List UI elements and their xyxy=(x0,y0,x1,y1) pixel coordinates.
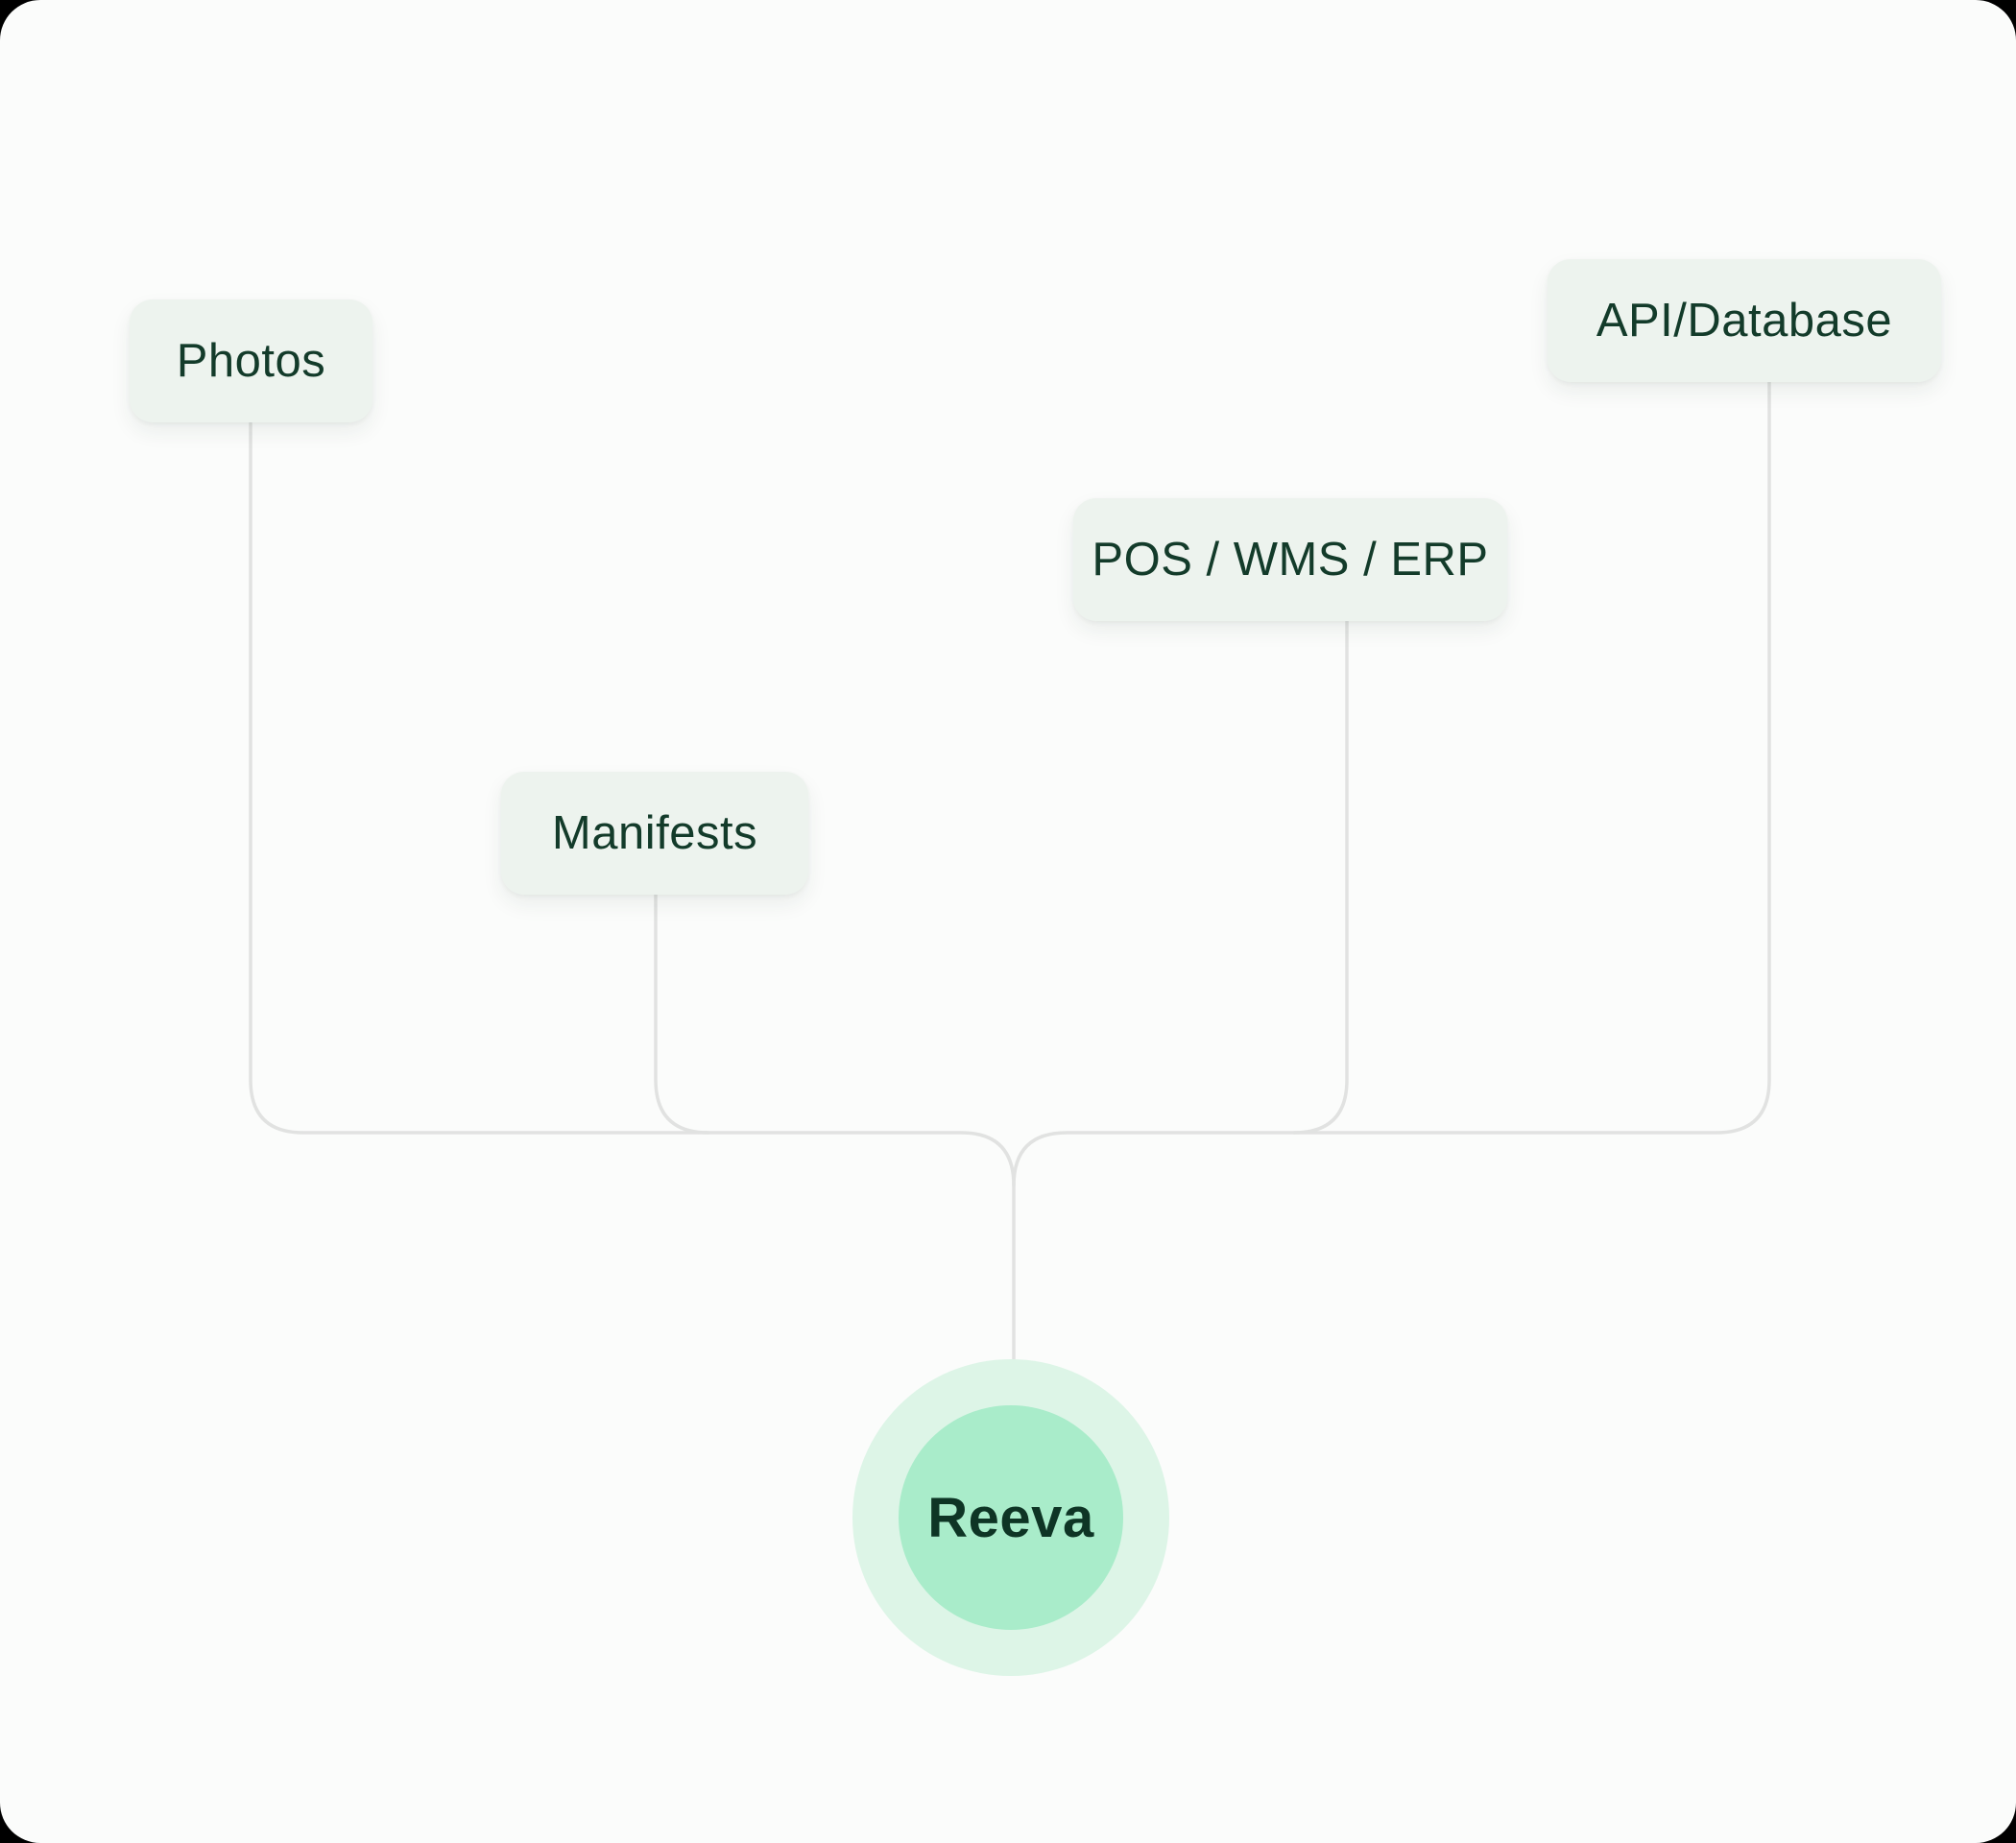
node-pos-wms-erp-label: POS / WMS / ERP xyxy=(1092,534,1489,586)
connector-photos xyxy=(249,421,1016,1413)
node-pos-wms-erp: POS / WMS / ERP xyxy=(1073,498,1507,621)
connector-manifests xyxy=(654,892,710,1135)
hub-label: Reeva xyxy=(927,1486,1094,1549)
hub-circle-outer: Reeva xyxy=(852,1359,1169,1676)
node-manifests-label: Manifests xyxy=(551,807,758,859)
hub-circle-inner: Reeva xyxy=(899,1405,1123,1630)
connector-pos xyxy=(1292,619,1349,1135)
node-manifests: Manifests xyxy=(501,772,808,895)
node-api-database-label: API/Database xyxy=(1596,295,1893,347)
node-photos-label: Photos xyxy=(176,335,326,387)
node-api-database: API/Database xyxy=(1548,259,1941,382)
node-photos: Photos xyxy=(130,299,372,422)
connector-api xyxy=(1012,379,1771,1187)
